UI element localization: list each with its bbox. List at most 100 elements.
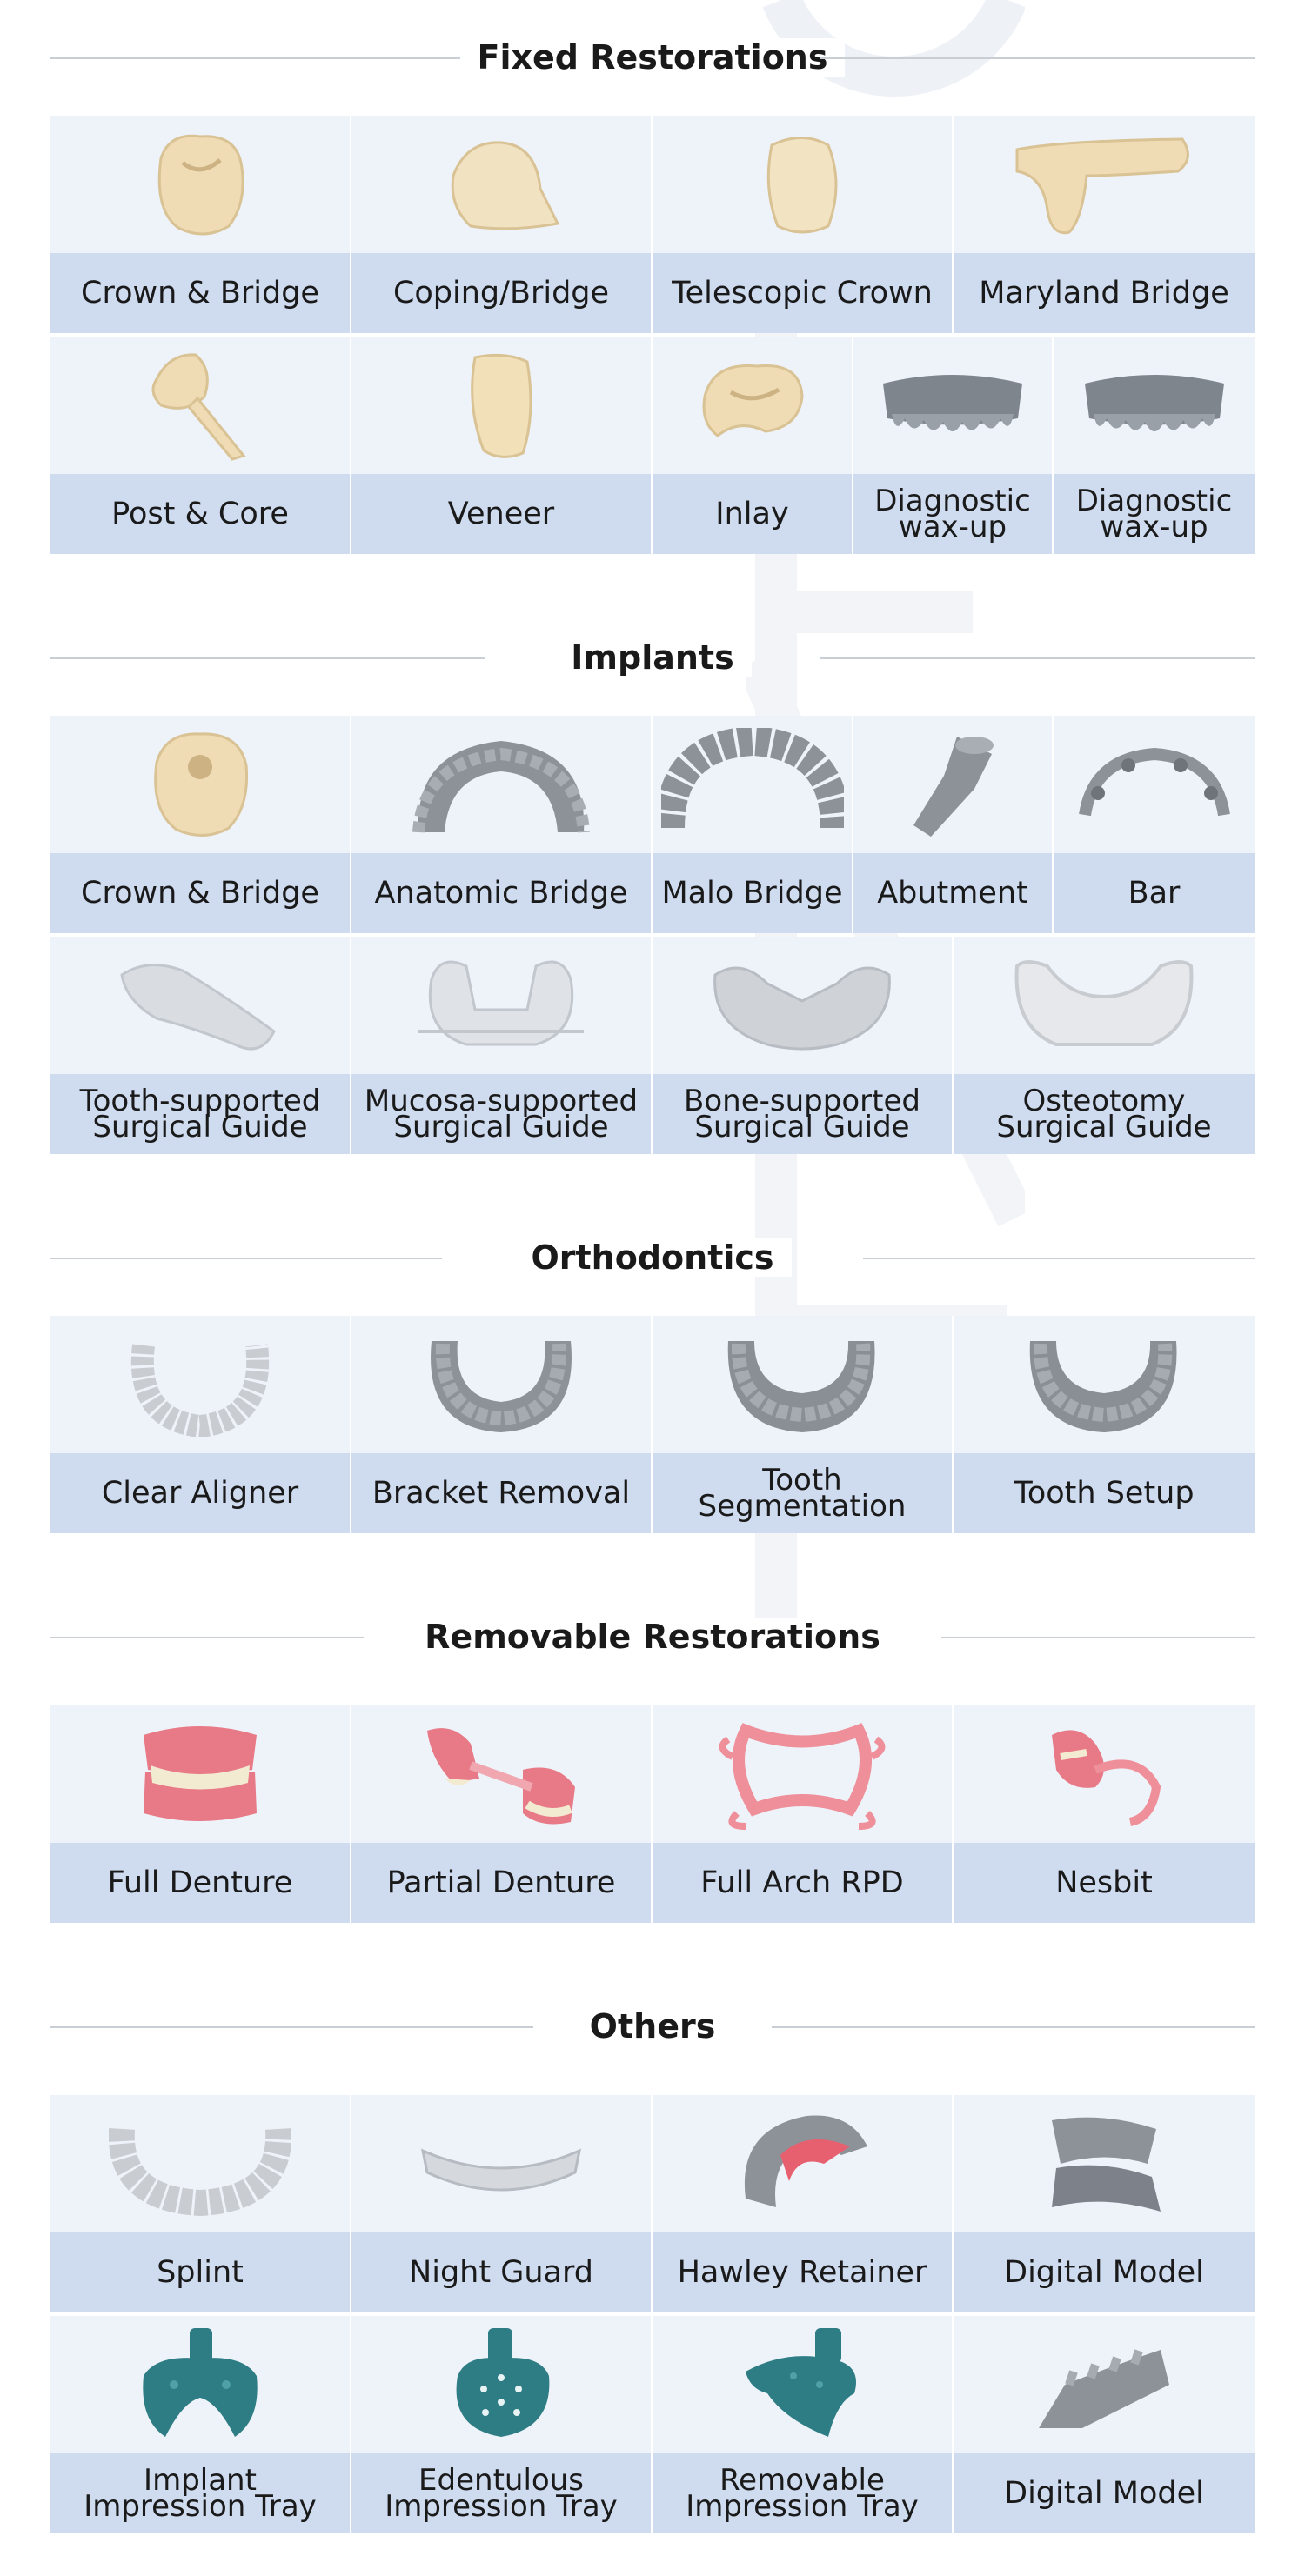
product-card[interactable]: Mucosa-supported Surgical Guide (351, 937, 652, 1154)
section-title: Others (572, 2007, 733, 2045)
clear-aligner-icon (130, 1344, 270, 1437)
product-label: Post & Core (50, 474, 350, 554)
product-card[interactable]: Digital Model (954, 2316, 1255, 2533)
product-card[interactable]: Telescopic Crown (652, 116, 954, 333)
anatomic-bridge-icon (412, 741, 590, 833)
product-card[interactable]: Hawley Retainer (652, 2095, 954, 2312)
product-card[interactable]: Full Denture (50, 1705, 351, 1923)
product-card[interactable]: Crown & Bridge (50, 716, 351, 933)
full-denture-icon (144, 1726, 257, 1821)
section-removable-restorations: Removable Restorations Full Denture Part… (50, 1602, 1255, 1923)
product-card[interactable]: Bracket Removal (351, 1316, 652, 1533)
product-label: Coping/Bridge (351, 253, 651, 333)
rpd-framework-icon (719, 1723, 886, 1830)
product-label: Digital Model (954, 2232, 1255, 2312)
product-card[interactable]: Diagnostic wax-up (1054, 337, 1255, 554)
product-card[interactable]: Nesbit (954, 1705, 1255, 1923)
product-row: Full Denture Partial Denture Full Arch R… (50, 1705, 1255, 1923)
product-card[interactable]: Malo Bridge (652, 716, 853, 933)
product-card[interactable]: Tooth Setup (954, 1316, 1255, 1533)
product-card[interactable]: Inlay (652, 337, 853, 554)
product-label: Crown & Bridge (50, 253, 350, 333)
product-label: Bar (1054, 853, 1255, 933)
product-row: Crown & Bridge Anatomic Bridge Malo Brid… (50, 716, 1255, 933)
section-heading: Implants (50, 623, 1255, 692)
product-label: Splint (50, 2232, 350, 2312)
product-card[interactable]: Veneer (351, 337, 652, 554)
product-label: Tooth Setup (954, 1453, 1255, 1533)
coping-icon (451, 141, 560, 230)
product-label: Anatomic Bridge (351, 853, 651, 933)
product-label: Tooth-supported Surgical Guide (50, 1074, 350, 1154)
product-card[interactable]: Digital Model (954, 2095, 1255, 2312)
product-label: Diagnostic wax-up (853, 474, 1052, 554)
waxup-icon (883, 375, 1022, 431)
product-card[interactable]: Clear Aligner (50, 1316, 351, 1533)
section-title: Implants (553, 638, 752, 677)
section-implants: Implants Crown & Bridge Anatomic Bridge … (50, 623, 1255, 1154)
section-others: Others Splint Night Guard Hawley Retaine… (50, 1992, 1255, 2533)
product-card[interactable]: Tooth-supported Surgical Guide (50, 937, 351, 1154)
surgical-guide-icon (1014, 960, 1194, 1046)
product-card[interactable]: Bone-supported Surgical Guide (652, 937, 954, 1154)
product-label: Full Denture (50, 1843, 350, 1923)
product-card[interactable]: Removable Impression Tray (652, 2316, 954, 2533)
product-card[interactable]: Implant Impression Tray (50, 2316, 351, 2533)
product-card[interactable]: Night Guard (351, 2095, 652, 2312)
product-label: Clear Aligner (50, 1453, 350, 1533)
product-label: Edentulous Impression Tray (351, 2453, 651, 2533)
crown-icon (154, 732, 249, 838)
abutment-icon (914, 737, 994, 837)
product-label: Implant Impression Tray (50, 2453, 350, 2533)
digital-model-icon (1039, 2349, 1169, 2428)
product-row: Post & Core Veneer Inlay Diagnostic wax-… (50, 337, 1255, 554)
product-label: Bracket Removal (351, 1453, 651, 1533)
product-label: Digital Model (954, 2453, 1255, 2533)
bar-icon (1078, 747, 1230, 817)
crown-icon (157, 134, 244, 236)
product-card[interactable]: Osteotomy Surgical Guide (954, 937, 1255, 1154)
surgical-guide-icon (418, 960, 584, 1046)
product-card[interactable]: Full Arch RPD (652, 1705, 954, 1923)
product-row: Crown & Bridge Coping/Bridge Telescopic … (50, 116, 1255, 333)
section-title: Orthodontics (513, 1238, 792, 1277)
section-heading: Fixed Restorations (50, 23, 1255, 92)
product-card[interactable]: Partial Denture (351, 1705, 652, 1923)
arch-model-icon (431, 1341, 572, 1432)
section-heading: Removable Restorations (50, 1602, 1255, 1672)
telescopic-crown-icon (766, 137, 838, 234)
surgical-guide-icon (120, 964, 276, 1051)
inlay-icon (702, 364, 804, 437)
product-label: Bone-supported Surgical Guide (652, 1074, 952, 1154)
section-heading: Orthodontics (50, 1223, 1255, 1292)
product-card[interactable]: Edentulous Impression Tray (351, 2316, 652, 2533)
product-card[interactable]: Coping/Bridge (351, 116, 652, 333)
impression-tray-icon (143, 2328, 258, 2437)
night-guard-icon (420, 2148, 582, 2192)
product-card[interactable]: Anatomic Bridge (351, 716, 652, 933)
product-card[interactable]: Bar (1054, 716, 1255, 933)
veneer-icon (471, 353, 532, 458)
impression-tray-icon (456, 2328, 550, 2437)
product-card[interactable]: Post & Core (50, 337, 351, 554)
product-card[interactable]: Splint (50, 2095, 351, 2312)
splint-icon (109, 2128, 291, 2216)
product-card[interactable]: Maryland Bridge (954, 116, 1255, 333)
product-card[interactable]: Crown & Bridge (50, 116, 351, 333)
product-label: Night Guard (351, 2232, 651, 2312)
hawley-retainer-icon (744, 2115, 867, 2207)
product-card[interactable]: Tooth Segmentation (652, 1316, 954, 1533)
arch-model-icon (1029, 1341, 1177, 1432)
product-label: Telescopic Crown (652, 253, 952, 333)
product-label: Tooth Segmentation (652, 1453, 952, 1533)
product-card[interactable]: Diagnostic wax-up (853, 337, 1054, 554)
product-card[interactable]: Abutment (853, 716, 1054, 933)
product-row: Implant Impression Tray Edentulous Impre… (50, 2316, 1255, 2533)
partial-denture-icon (427, 1728, 575, 1825)
product-label: Inlay (652, 474, 852, 554)
product-label: Maryland Bridge (954, 253, 1255, 333)
waxup-icon (1084, 375, 1224, 431)
post-core-icon (151, 353, 246, 461)
product-label: Nesbit (954, 1843, 1255, 1923)
section-title: Fixed Restorations (459, 38, 846, 77)
